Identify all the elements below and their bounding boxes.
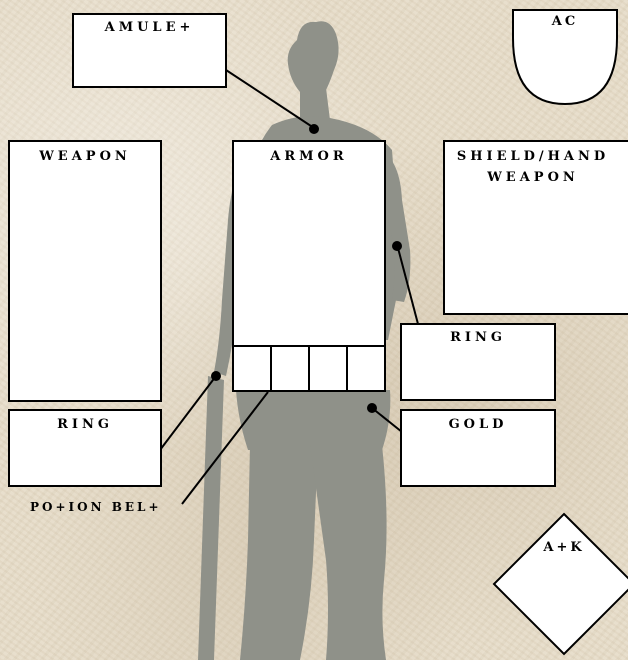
attack-label: A+K bbox=[534, 540, 594, 555]
